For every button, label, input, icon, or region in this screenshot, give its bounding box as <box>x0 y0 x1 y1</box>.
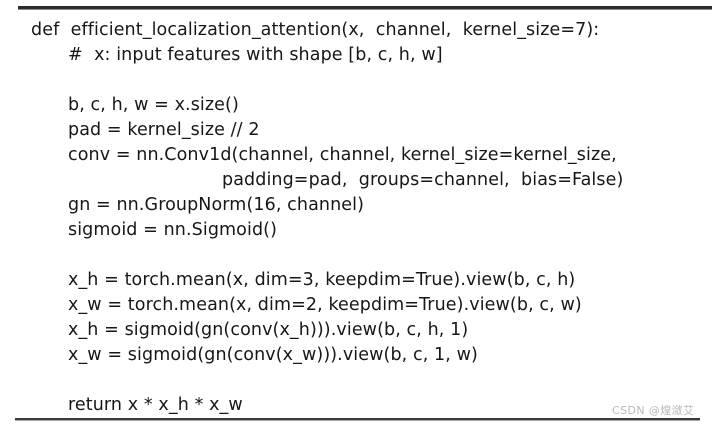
code-line: conv = nn.Conv1d(channel, channel, kerne… <box>68 145 617 165</box>
code-line-blank <box>0 243 723 268</box>
code-line: gn = nn.GroupNorm(16, channel) <box>68 195 365 215</box>
code-line: x_h = torch.mean(x, dim=3, keepdim=True)… <box>68 270 576 290</box>
code-snippet: def efficient_localization_attention(x, … <box>0 18 723 418</box>
code-line: return x * x_h * x_w <box>68 395 243 415</box>
bottom-divider-rule <box>15 418 700 420</box>
code-line: def efficient_localization_attention(x, … <box>31 20 600 40</box>
code-line: pad = kernel_size // 2 <box>68 120 260 140</box>
code-line: b, c, h, w = x.size() <box>68 95 239 115</box>
code-line: # x: input features with shape [b, c, h,… <box>68 45 443 65</box>
code-line: x_w = sigmoid(gn(conv(x_w))).view(b, c, … <box>68 345 478 365</box>
code-line: x_w = torch.mean(x, dim=2, keepdim=True)… <box>68 295 582 315</box>
code-line-blank <box>0 368 723 393</box>
csdn-watermark: CSDN @煌潋艾 <box>612 404 695 417</box>
top-divider-rule <box>18 6 712 9</box>
code-line-blank <box>0 68 723 93</box>
code-line: x_h = sigmoid(gn(conv(x_h))).view(b, c, … <box>68 320 469 340</box>
code-line: sigmoid = nn.Sigmoid() <box>68 220 278 240</box>
code-line-continuation: padding=pad, groups=channel, bias=False) <box>222 170 624 190</box>
